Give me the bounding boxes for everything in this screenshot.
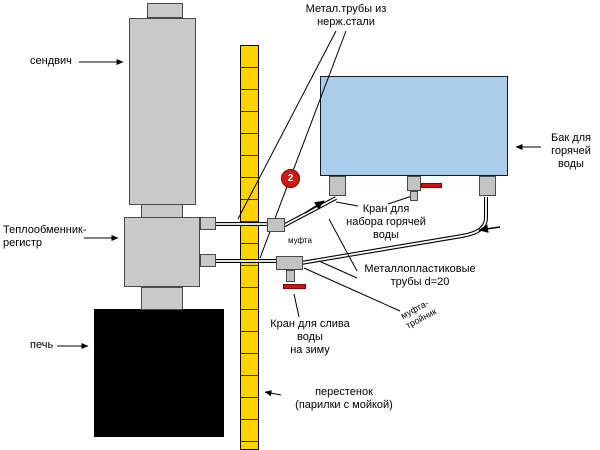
- label-stove: печь: [30, 339, 54, 351]
- label-partition: перестенок (парилки с мойкой): [295, 386, 393, 411]
- pointer-drain: [293, 293, 300, 318]
- pointer-partition: [264, 390, 282, 397]
- pipe-neck-upper: [141, 204, 183, 218]
- tank-fitting-right: [479, 176, 496, 196]
- label-coupling-tee: муфта- тройник: [399, 297, 438, 331]
- sandwich-pipe-body: [129, 18, 196, 205]
- drain-valve-handle: [283, 284, 306, 289]
- numbered-marker: 2: [281, 169, 300, 188]
- flow-arrow-return: [478, 224, 501, 233]
- coupling: [267, 218, 285, 232]
- exchanger-outlet-stub-lower: [200, 254, 216, 267]
- tank-tap-body: [407, 176, 421, 191]
- sandwich-pipe-cap: [147, 3, 183, 18]
- label-heat-exchanger: Теплообменник- регистр: [3, 224, 87, 249]
- label-sandwich: сендвич: [30, 55, 72, 67]
- label-tank: Бак для горячей воды: [551, 132, 591, 170]
- drain-valve-stem: [286, 270, 295, 282]
- tank-tap-handle: [421, 183, 442, 188]
- pipe-neck-lower: [141, 287, 183, 310]
- label-drain-tap: Кран для слива воды на зиму: [270, 318, 350, 356]
- label-hot-water-tap: Кран для набора горячей воды: [346, 203, 426, 241]
- pointer-mpp-2: [318, 260, 358, 279]
- flow-arrow-supply: [304, 200, 325, 214]
- coupling-tee: [276, 256, 303, 270]
- label-coupling: муфта: [288, 236, 312, 245]
- tank-fitting-left: [329, 176, 346, 196]
- label-metal-plastic-pipes: Металлопластиковые трубы d=20: [364, 263, 476, 288]
- partition-wall: [240, 45, 259, 450]
- heat-exchanger-block: [124, 217, 200, 287]
- label-metal-pipes: Метал.трубы из нерж.стали: [305, 3, 387, 28]
- hot-water-tank: [320, 76, 508, 176]
- tank-tap-spout: [410, 191, 418, 201]
- exchanger-outlet-stub-upper: [200, 217, 216, 230]
- stove-body: [94, 309, 224, 437]
